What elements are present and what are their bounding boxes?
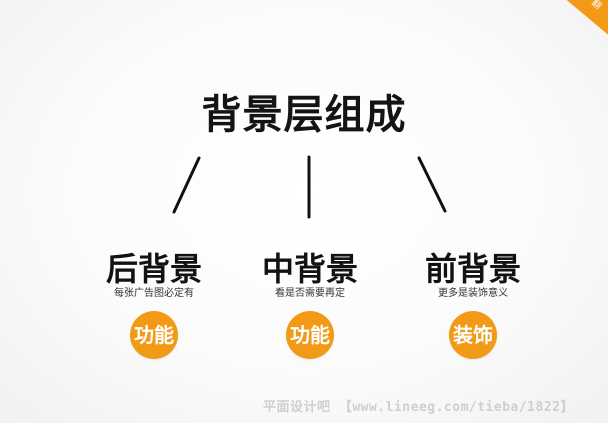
node-back-background: 后背景 每张广告图必定有 功能 xyxy=(64,251,244,359)
decoration-badge: 装饰 xyxy=(449,311,497,359)
node-subtitle: 更多是装饰意义 xyxy=(438,288,508,299)
function-badge: 功能 xyxy=(130,311,178,359)
node-title: 后背景 xyxy=(105,250,202,288)
node-subtitle: 看是否需要再定 xyxy=(275,288,345,299)
connector-right xyxy=(417,156,447,213)
connector-left xyxy=(172,156,201,214)
node-front-background: 前背景 更多是装饰意义 装饰 xyxy=(383,251,563,359)
node-title: 前背景 xyxy=(424,250,521,288)
node-subtitle: 每张广告图必定有 xyxy=(114,288,194,299)
node-middle-background: 中背景 看是否需要再定 功能 xyxy=(220,251,400,359)
diagram-title: 背景层组成 xyxy=(201,92,407,138)
watermark-text: 平面设计吧 【www.lineeg.com/tieba/1822】 xyxy=(263,400,574,415)
function-badge: 功能 xyxy=(286,311,334,359)
node-title: 中背景 xyxy=(261,250,358,288)
